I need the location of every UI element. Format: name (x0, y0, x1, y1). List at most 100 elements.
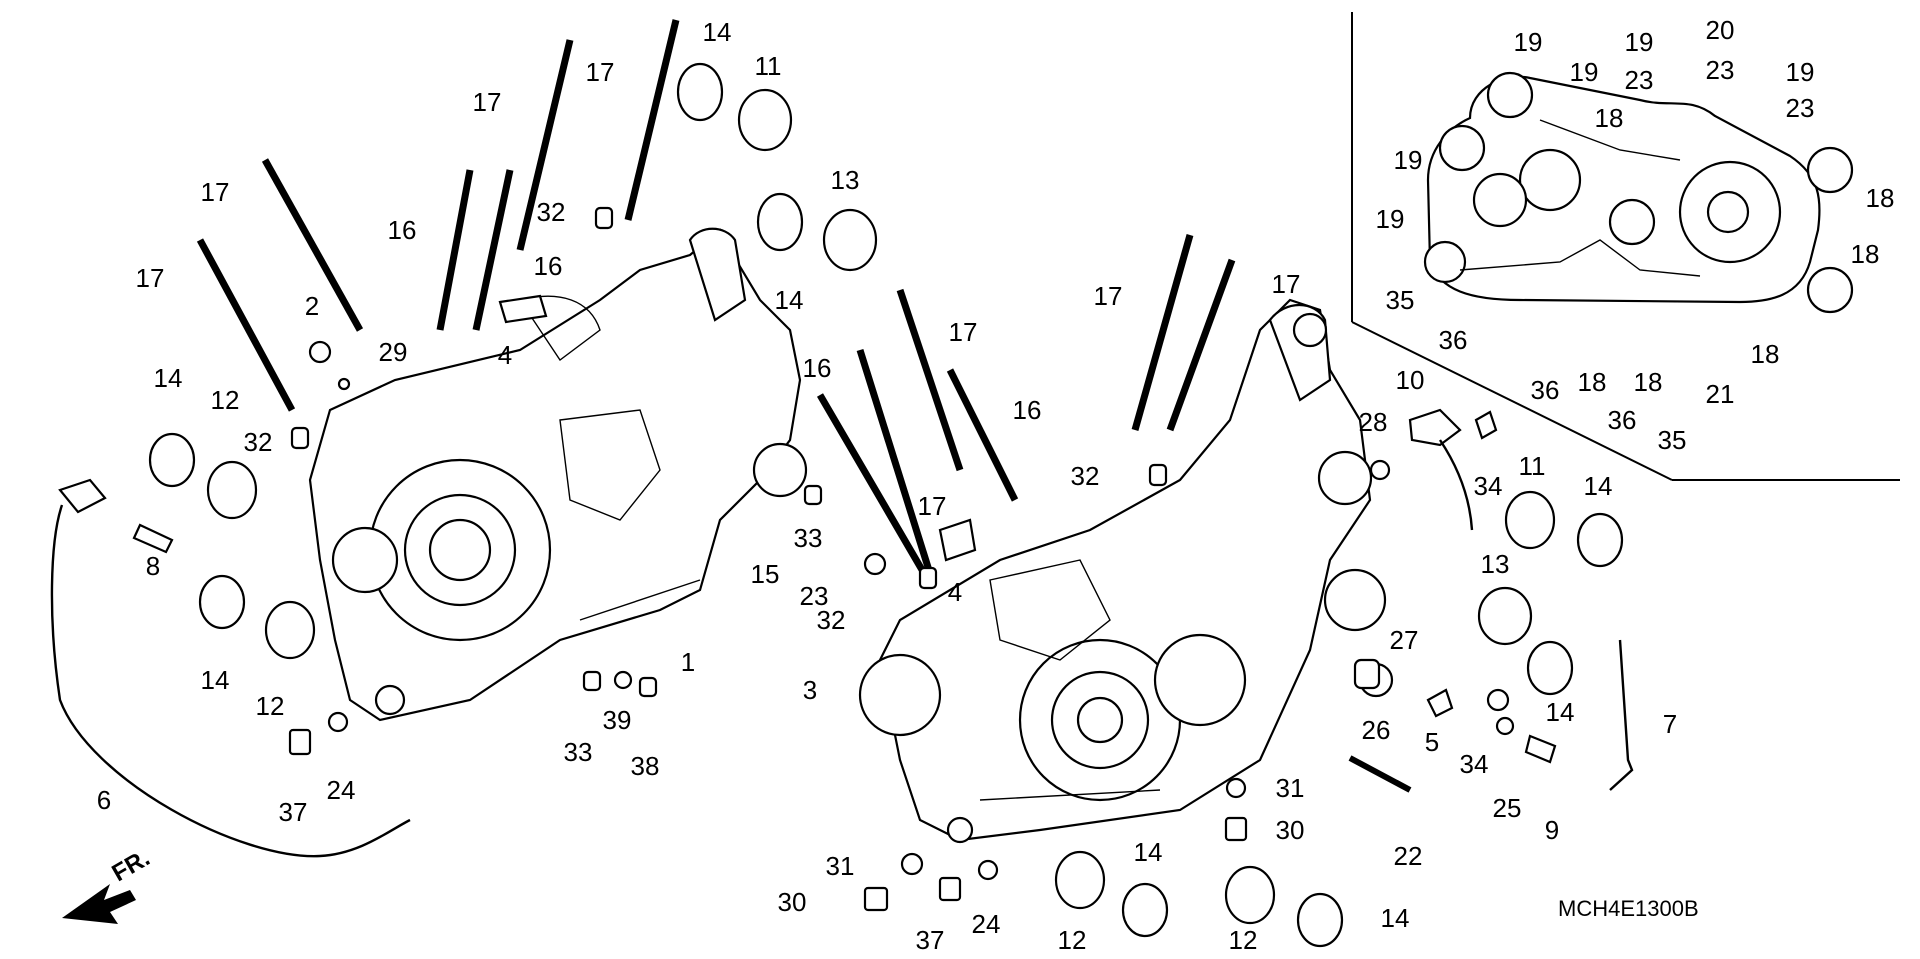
callout-14-c14e: 14 (1584, 471, 1613, 501)
callout-14-c14d: 14 (201, 665, 230, 695)
callout-17-c17e: 17 (949, 317, 978, 347)
callout-38-c38: 38 (631, 751, 660, 781)
callout-18-c18a: 18 (1595, 103, 1624, 133)
callout-17-c17b: 17 (473, 87, 502, 117)
callout-23-c23c: 23 (1706, 55, 1735, 85)
callout-21-c21: 21 (1706, 379, 1735, 409)
callout-14-c14c: 14 (154, 363, 183, 393)
callout-5-c5: 5 (1425, 727, 1439, 757)
callout-17-c17c: 17 (201, 177, 230, 207)
callout-19-c19f: 19 (1376, 204, 1405, 234)
callout-14-c14a: 14 (703, 17, 732, 47)
callout-19-c19c: 19 (1625, 27, 1654, 57)
diagram-code: MCH4E1300B (1558, 896, 1699, 921)
callout-32-c32d: 32 (1071, 461, 1100, 491)
callout-24-c24b: 24 (972, 909, 1001, 939)
callout-20-c20: 20 (1706, 15, 1735, 45)
studs (196, 19, 1236, 582)
small-parts (58, 206, 1557, 912)
callout-22-c22: 22 (1394, 841, 1423, 871)
callout-36-c36a: 36 (1439, 325, 1468, 355)
callout-14-c14f: 14 (1546, 697, 1575, 727)
callout-15-c15: 15 (751, 559, 780, 589)
callout-14-c14b: 14 (775, 285, 804, 315)
callout-17-c17f: 17 (918, 491, 947, 521)
callout-29-c29: 29 (379, 337, 408, 367)
callout-35-c35b: 35 (1658, 425, 1687, 455)
callout-30-c30a: 30 (1276, 815, 1305, 845)
callout-7-c7: 7 (1663, 709, 1677, 739)
crankcase-left (308, 227, 808, 722)
front-arrow: FR. (62, 844, 154, 924)
callout-14-c14h: 14 (1381, 903, 1410, 933)
callout-37-c37b: 37 (916, 925, 945, 955)
callout-1-c1: 1 (681, 647, 695, 677)
callout-3-c3: 3 (803, 675, 817, 705)
callout-14-c14g: 14 (1134, 837, 1163, 867)
callout-36-c36b: 36 (1531, 375, 1560, 405)
callout-37-c37a: 37 (279, 797, 308, 827)
callout-17-c17a: 17 (586, 57, 615, 87)
callout-12-c12c: 12 (1058, 925, 1087, 955)
callout-6-c6: 6 (97, 785, 111, 815)
crankcase-right (858, 298, 1387, 844)
callout-16-c16d: 16 (1013, 395, 1042, 425)
callout-18-c18f: 18 (1634, 367, 1663, 397)
callout-36-c36c: 36 (1608, 405, 1637, 435)
callout-13-c13a: 13 (831, 165, 860, 195)
callout-9-c9: 9 (1545, 815, 1559, 845)
callout-32-c32a: 32 (537, 197, 566, 227)
inset-border (1351, 12, 1900, 481)
callout-16-c16b: 16 (534, 251, 563, 281)
callout-35-c35a: 35 (1386, 285, 1415, 315)
callout-12-c12d: 12 (1229, 925, 1258, 955)
callout-18-c18c: 18 (1851, 239, 1880, 269)
callout-19-c19a: 19 (1514, 27, 1543, 57)
callout-28-c28: 28 (1359, 407, 1388, 437)
callout-12-c12b: 12 (256, 691, 285, 721)
callout-17-c17d: 17 (136, 263, 165, 293)
crankcase-cover-inset (1423, 71, 1854, 314)
callout-33-c33b: 33 (564, 737, 593, 767)
callout-16-c16c: 16 (803, 353, 832, 383)
callout-4-c4a: 4 (498, 340, 512, 370)
callout-16-c16a: 16 (388, 215, 417, 245)
callout-30-c30b: 30 (778, 887, 807, 917)
front-label: FR. (108, 844, 155, 887)
callout-17-c17g: 17 (1094, 281, 1123, 311)
callout-23-c23d: 23 (1786, 93, 1815, 123)
callout-25-c25: 25 (1493, 793, 1522, 823)
callout-18-c18e: 18 (1578, 367, 1607, 397)
callout-4-c4b: 4 (948, 577, 962, 607)
callout-2-c2: 2 (305, 291, 319, 321)
callout-11-c11b: 11 (1519, 451, 1546, 481)
callout-23-c23a: 23 (800, 581, 829, 611)
callout-32-c32c: 32 (817, 605, 846, 635)
bearings-and-seals (148, 62, 1624, 948)
callout-18-c18d: 18 (1751, 339, 1780, 369)
callout-19-c19b: 19 (1570, 57, 1599, 87)
callout-12-c12a: 12 (211, 385, 240, 415)
callout-34-c34a: 34 (1474, 471, 1503, 501)
callout-24-c24a: 24 (327, 775, 356, 805)
callout-31-c31a: 31 (1276, 773, 1305, 803)
callout-26-c26: 26 (1362, 715, 1391, 745)
callout-19-c19d: 19 (1786, 57, 1815, 87)
callout-39-c39: 39 (603, 705, 632, 735)
callout-34-c34b: 34 (1460, 749, 1489, 779)
callout-11-c11a: 11 (755, 51, 782, 81)
callout-13-c13b: 13 (1481, 549, 1510, 579)
callout-32-c32b: 32 (244, 427, 273, 457)
callout-31-c31b: 31 (826, 851, 855, 881)
callout-27-c27: 27 (1390, 625, 1419, 655)
callout-18-c18b: 18 (1866, 183, 1895, 213)
cables (50, 439, 1634, 858)
callout-10-c10: 10 (1396, 365, 1425, 395)
callout-23-c23b: 23 (1625, 65, 1654, 95)
callout-33-c33a: 33 (794, 523, 823, 553)
callout-17-c17h: 17 (1272, 269, 1301, 299)
callout-19-c19e: 19 (1394, 145, 1423, 175)
callout-8-c8: 8 (146, 551, 160, 581)
